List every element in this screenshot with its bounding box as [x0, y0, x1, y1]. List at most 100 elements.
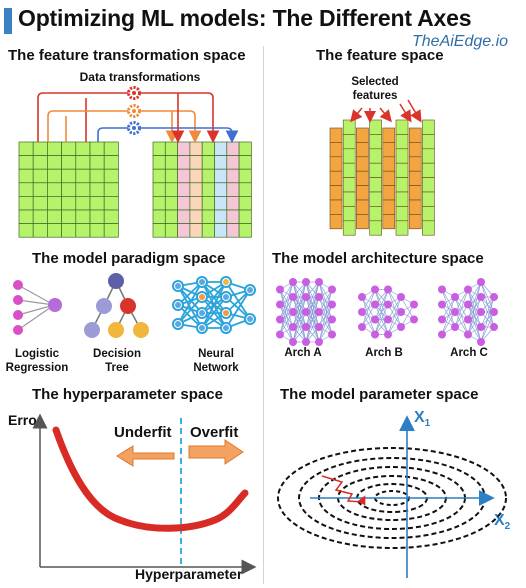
arch-node	[315, 278, 323, 286]
model-label-line2: Regression	[5, 362, 69, 374]
section-title-model-architecture: The model architecture space	[272, 250, 484, 267]
section-title-feature-transformation: The feature transformation space	[8, 47, 246, 64]
overfit-arrow	[188, 439, 244, 465]
arch-edge	[305, 311, 320, 343]
feature-cell	[422, 191, 435, 207]
feature-cell	[342, 220, 356, 236]
arch-edge	[279, 311, 294, 335]
feature-cell	[422, 134, 435, 150]
nn-node-fill	[223, 294, 229, 300]
arch-edge	[292, 281, 307, 328]
arch-node	[451, 308, 459, 316]
grid-cell	[75, 196, 91, 211]
grid-cell	[75, 182, 91, 197]
grid-cell	[89, 182, 105, 197]
arch-node	[384, 285, 392, 294]
arch-edge	[467, 311, 482, 335]
arch-edge	[441, 296, 456, 320]
feature-cell	[422, 119, 435, 135]
grid-cell	[18, 168, 34, 184]
grid-cell	[103, 196, 119, 211]
nn-edge	[201, 296, 227, 329]
grid-cell	[238, 168, 252, 184]
arch-node	[371, 330, 379, 339]
arch-edge	[454, 304, 469, 328]
arch-edge	[305, 281, 320, 313]
arch-node	[477, 278, 485, 286]
feature-cell	[408, 214, 422, 230]
arch-edge	[480, 296, 495, 328]
grid-cell	[164, 196, 178, 211]
grid-cell	[214, 223, 228, 238]
selected-features-line1: Selected	[351, 76, 399, 88]
arch-node	[358, 308, 366, 316]
feature-cell	[356, 156, 369, 172]
arch-node	[384, 315, 392, 324]
feature-cell	[356, 199, 369, 215]
arch-edge	[279, 281, 294, 305]
feature-cell	[342, 191, 356, 207]
section-title-model-paradigm: The model paradigm space	[32, 250, 226, 267]
feature-cell	[422, 162, 435, 178]
nn-node-fill	[199, 279, 205, 285]
arch-node	[302, 323, 310, 331]
grid-cell	[177, 141, 191, 156]
grid-cell	[103, 209, 119, 224]
arch-edge	[279, 296, 294, 335]
arch-node	[289, 323, 297, 331]
arch-edge	[305, 281, 320, 328]
grid-cell	[177, 155, 191, 170]
grid-cell	[103, 168, 119, 184]
section-title-hyperparameter: The hyperparameter space	[32, 386, 223, 403]
nn-node-fill	[223, 279, 229, 285]
grid-cell	[164, 182, 178, 197]
arch-edge	[279, 281, 294, 335]
section-title-model-parameter: The model parameter space	[280, 386, 479, 403]
arch-node	[410, 315, 418, 324]
arch-edge	[292, 311, 307, 343]
arch-edge	[467, 281, 482, 335]
decision-tree-icon	[84, 273, 149, 338]
arch-edge	[400, 304, 415, 328]
grid-cell	[214, 209, 228, 224]
arch-node	[315, 293, 323, 301]
grid-cell	[201, 196, 215, 211]
decision-tree-label: Decision Tree	[82, 347, 152, 375]
arch-edge	[441, 311, 456, 335]
feature-cell	[329, 185, 343, 201]
arch-edge	[292, 281, 307, 313]
arch-edge	[387, 296, 402, 335]
feature-cell	[342, 119, 356, 135]
brand-label: TheAiEdge.io	[412, 33, 509, 50]
page-title: Optimizing ML models: The Different Axes	[18, 5, 472, 31]
grid-cell	[164, 209, 178, 224]
arch-edge	[387, 296, 402, 320]
x1-axis-label: X1	[414, 409, 430, 429]
arch-node	[477, 293, 485, 301]
arch-edge	[318, 289, 333, 328]
feature-cell	[395, 162, 409, 178]
arch-edge	[361, 289, 376, 328]
grid-cell	[61, 155, 77, 170]
grid-cell	[103, 223, 119, 238]
title-accent-bar	[4, 8, 12, 34]
arch-node	[477, 308, 485, 316]
grid-cell	[18, 209, 34, 224]
grid-cell	[47, 196, 62, 211]
grid-cell	[61, 223, 77, 238]
feature-cell	[369, 191, 382, 207]
grid-cell	[189, 196, 203, 211]
grid-cell	[177, 182, 191, 197]
underfit-label: Underfit	[114, 424, 172, 441]
feature-cell	[422, 206, 435, 222]
selected-features-line2: features	[352, 90, 398, 102]
arch-node	[464, 330, 472, 339]
feature-cell	[382, 199, 396, 215]
nn-node-fill	[223, 310, 229, 316]
arch-edge	[480, 296, 495, 343]
arch-edge	[374, 289, 389, 335]
nn-node-fill	[199, 310, 205, 316]
feature-cell	[356, 214, 369, 230]
gear-icon	[127, 86, 141, 100]
model-label-line1: Decision	[93, 348, 141, 360]
